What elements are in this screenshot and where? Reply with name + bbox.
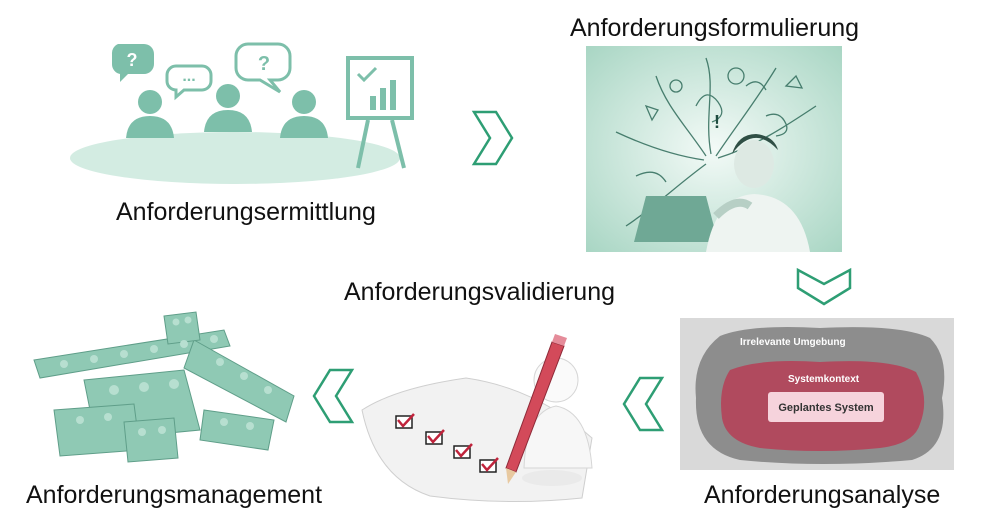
brainstorm-photo: ! (586, 46, 842, 252)
checkbox-icon (453, 443, 473, 459)
context-inner-box (768, 392, 884, 422)
question-bubble-icon: ? (111, 44, 154, 82)
stage-label-ermittlung: Anforderungsermittlung (116, 198, 376, 226)
chevron-left-icon (622, 376, 665, 432)
checklist-illustration (361, 334, 593, 503)
pencil-icon (505, 334, 567, 484)
bubble-2-text: ... (182, 68, 195, 85)
question-bubble-outline-icon: ? (234, 42, 292, 94)
svg-text:!: ! (714, 112, 720, 132)
context-inner-label: Geplantes System (778, 402, 874, 414)
chevron-right-icon (471, 110, 514, 166)
thinking-person (706, 134, 810, 252)
context-middle-label: Systemkontext (788, 374, 860, 385)
bubble-1-text: ? (127, 50, 138, 70)
person-icon (204, 84, 252, 132)
checkbox-icon (479, 457, 499, 473)
system-context-diagram: Irrelevante Umgebung Systemkontext Gepla… (680, 318, 954, 470)
stage-label-validierung: Anforderungsvalidierung (344, 278, 616, 306)
context-outer-label: Irrelevante Umgebung (740, 337, 846, 348)
stage-label-management: Anforderungsmanagement (26, 481, 323, 509)
person-icon (280, 90, 328, 138)
checkbox-icon (425, 429, 445, 445)
chevron-left-icon (312, 368, 355, 424)
flipchart-icon (346, 56, 414, 169)
meeting-table (70, 132, 400, 184)
lego-bricks-illustration (33, 311, 295, 463)
meeting-illustration: ? ... ? (70, 42, 414, 184)
checkbox-icon (395, 413, 415, 429)
bubble-3-text: ? (258, 53, 270, 75)
chat-bubble-icon: ... (165, 64, 213, 101)
stage-label-analyse: Anforderungsanalyse (704, 481, 941, 509)
stage-label-formulierung: Anforderungsformulierung (570, 14, 860, 42)
chevron-down-icon (796, 267, 852, 306)
person-icon (126, 90, 174, 138)
